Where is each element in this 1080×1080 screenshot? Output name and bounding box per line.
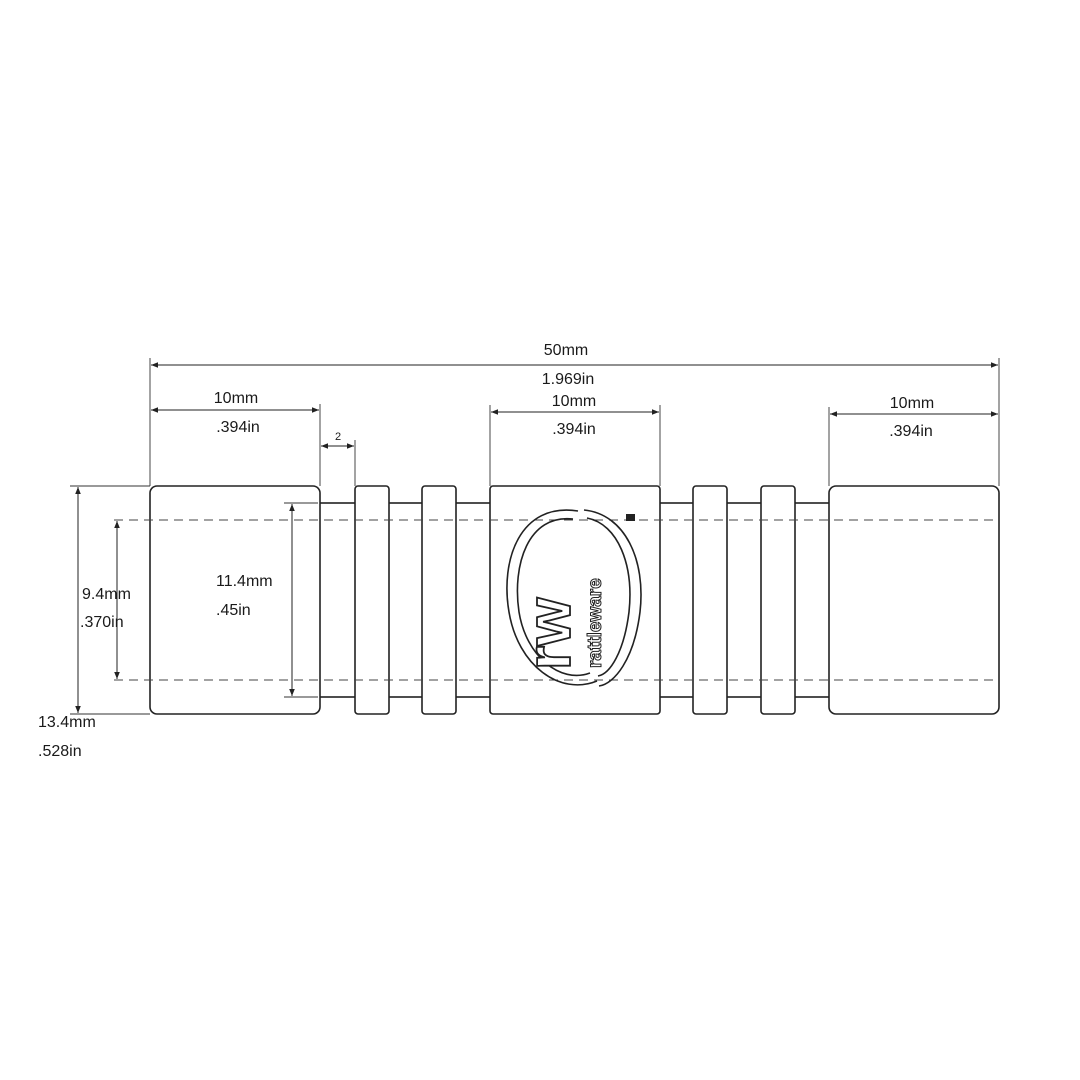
inner-diameter-in: .370in — [80, 614, 124, 631]
left-end-in: .394in — [216, 419, 260, 436]
dimension-left-end: 10mm .394in — [151, 390, 321, 486]
band-height-mm: 11.4mm — [216, 573, 273, 590]
dimension-center-band: 10mm .394in — [489, 393, 661, 486]
outer-diameter-mm: 13.4mm — [38, 714, 96, 731]
band-height-in: .45in — [216, 602, 251, 619]
rattleware-logo-icon: rw rattleware — [506, 509, 642, 687]
overall-length-in: 1.969in — [542, 371, 595, 388]
grip-ring-2 — [421, 485, 457, 715]
left-end-mm: 10mm — [214, 390, 258, 407]
dimension-overall-length: 50mm 1.969in — [149, 342, 1000, 486]
dimension-band-height: 11.4mm .45in — [216, 502, 318, 698]
inner-diameter-mm: 9.4mm — [82, 586, 131, 603]
overall-length-mm: 50mm — [544, 342, 588, 359]
left-end-cap — [149, 485, 321, 715]
logo-monogram: rw — [515, 597, 584, 670]
right-end-cap — [828, 485, 1000, 715]
grip-ring-3 — [692, 485, 728, 715]
part-body — [114, 485, 1000, 715]
gap-value: 2 — [335, 431, 341, 443]
center-band-mm: 10mm — [552, 393, 596, 410]
grip-ring-1 — [354, 485, 390, 715]
dimension-outer-diameter: 13.4mm .528in — [38, 485, 150, 760]
dimension-right-end: 10mm .394in — [828, 395, 998, 486]
logo-ring-right — [583, 509, 642, 687]
right-end-mm: 10mm — [890, 395, 934, 412]
center-band-in: .394in — [552, 421, 596, 438]
logo-ring-right-inner — [586, 517, 631, 677]
logo-ring-left-inner — [516, 518, 591, 677]
grip-ring-4 — [760, 485, 796, 715]
logo-tm-mark — [626, 514, 635, 521]
logo-wordmark: rattleware — [585, 578, 606, 668]
dimension-gap: 2 — [321, 431, 356, 486]
logo-ring-left — [506, 509, 598, 686]
dimension-inner-diameter: 9.4mm .370in — [80, 521, 131, 679]
right-end-in: .394in — [889, 423, 933, 440]
outer-diameter-in: .528in — [38, 743, 82, 760]
